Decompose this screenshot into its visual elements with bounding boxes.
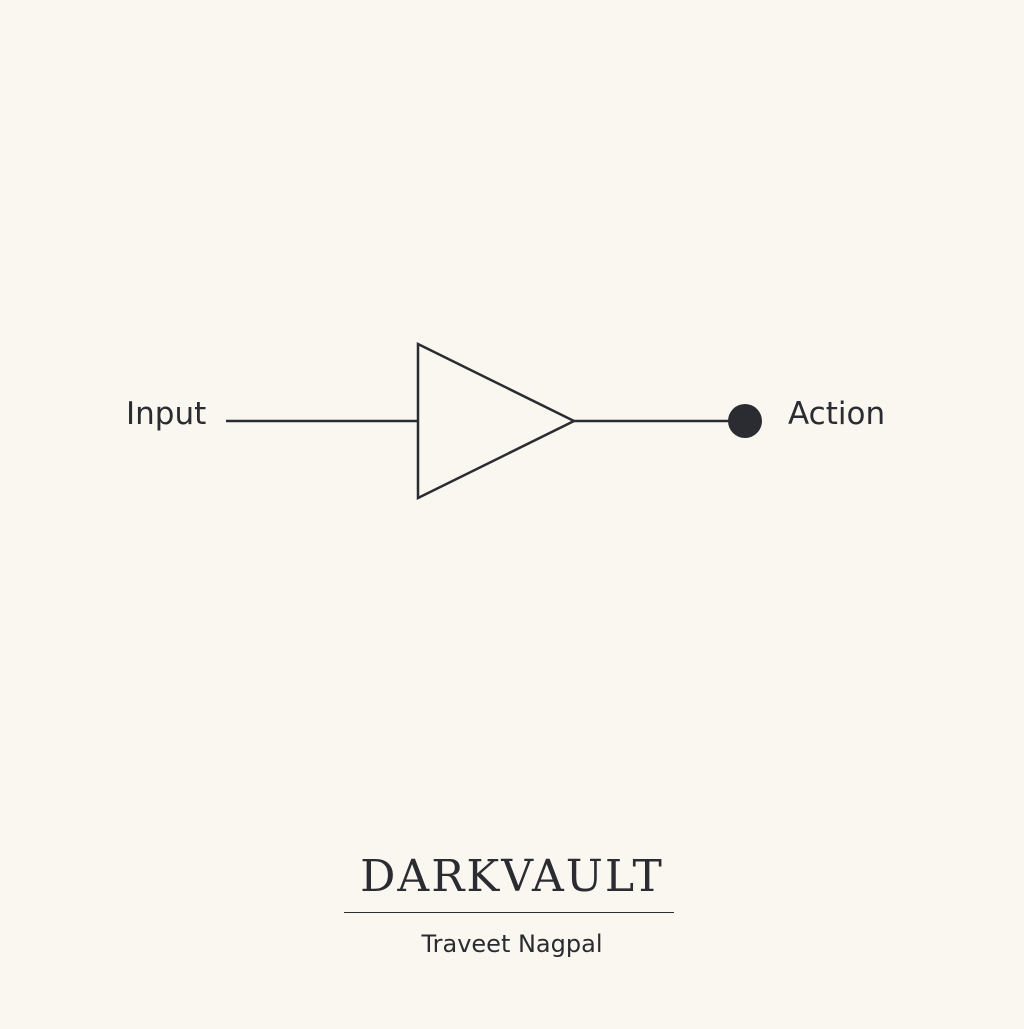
output-node-dot bbox=[728, 404, 762, 438]
buffer-triangle-icon bbox=[416, 341, 577, 501]
brand-name: DARKVAULT bbox=[360, 851, 664, 902]
author-name: Traveet Nagpal bbox=[421, 930, 603, 958]
action-label: Action bbox=[788, 396, 886, 432]
input-label: Input bbox=[126, 396, 207, 432]
brand-divider bbox=[344, 912, 674, 913]
